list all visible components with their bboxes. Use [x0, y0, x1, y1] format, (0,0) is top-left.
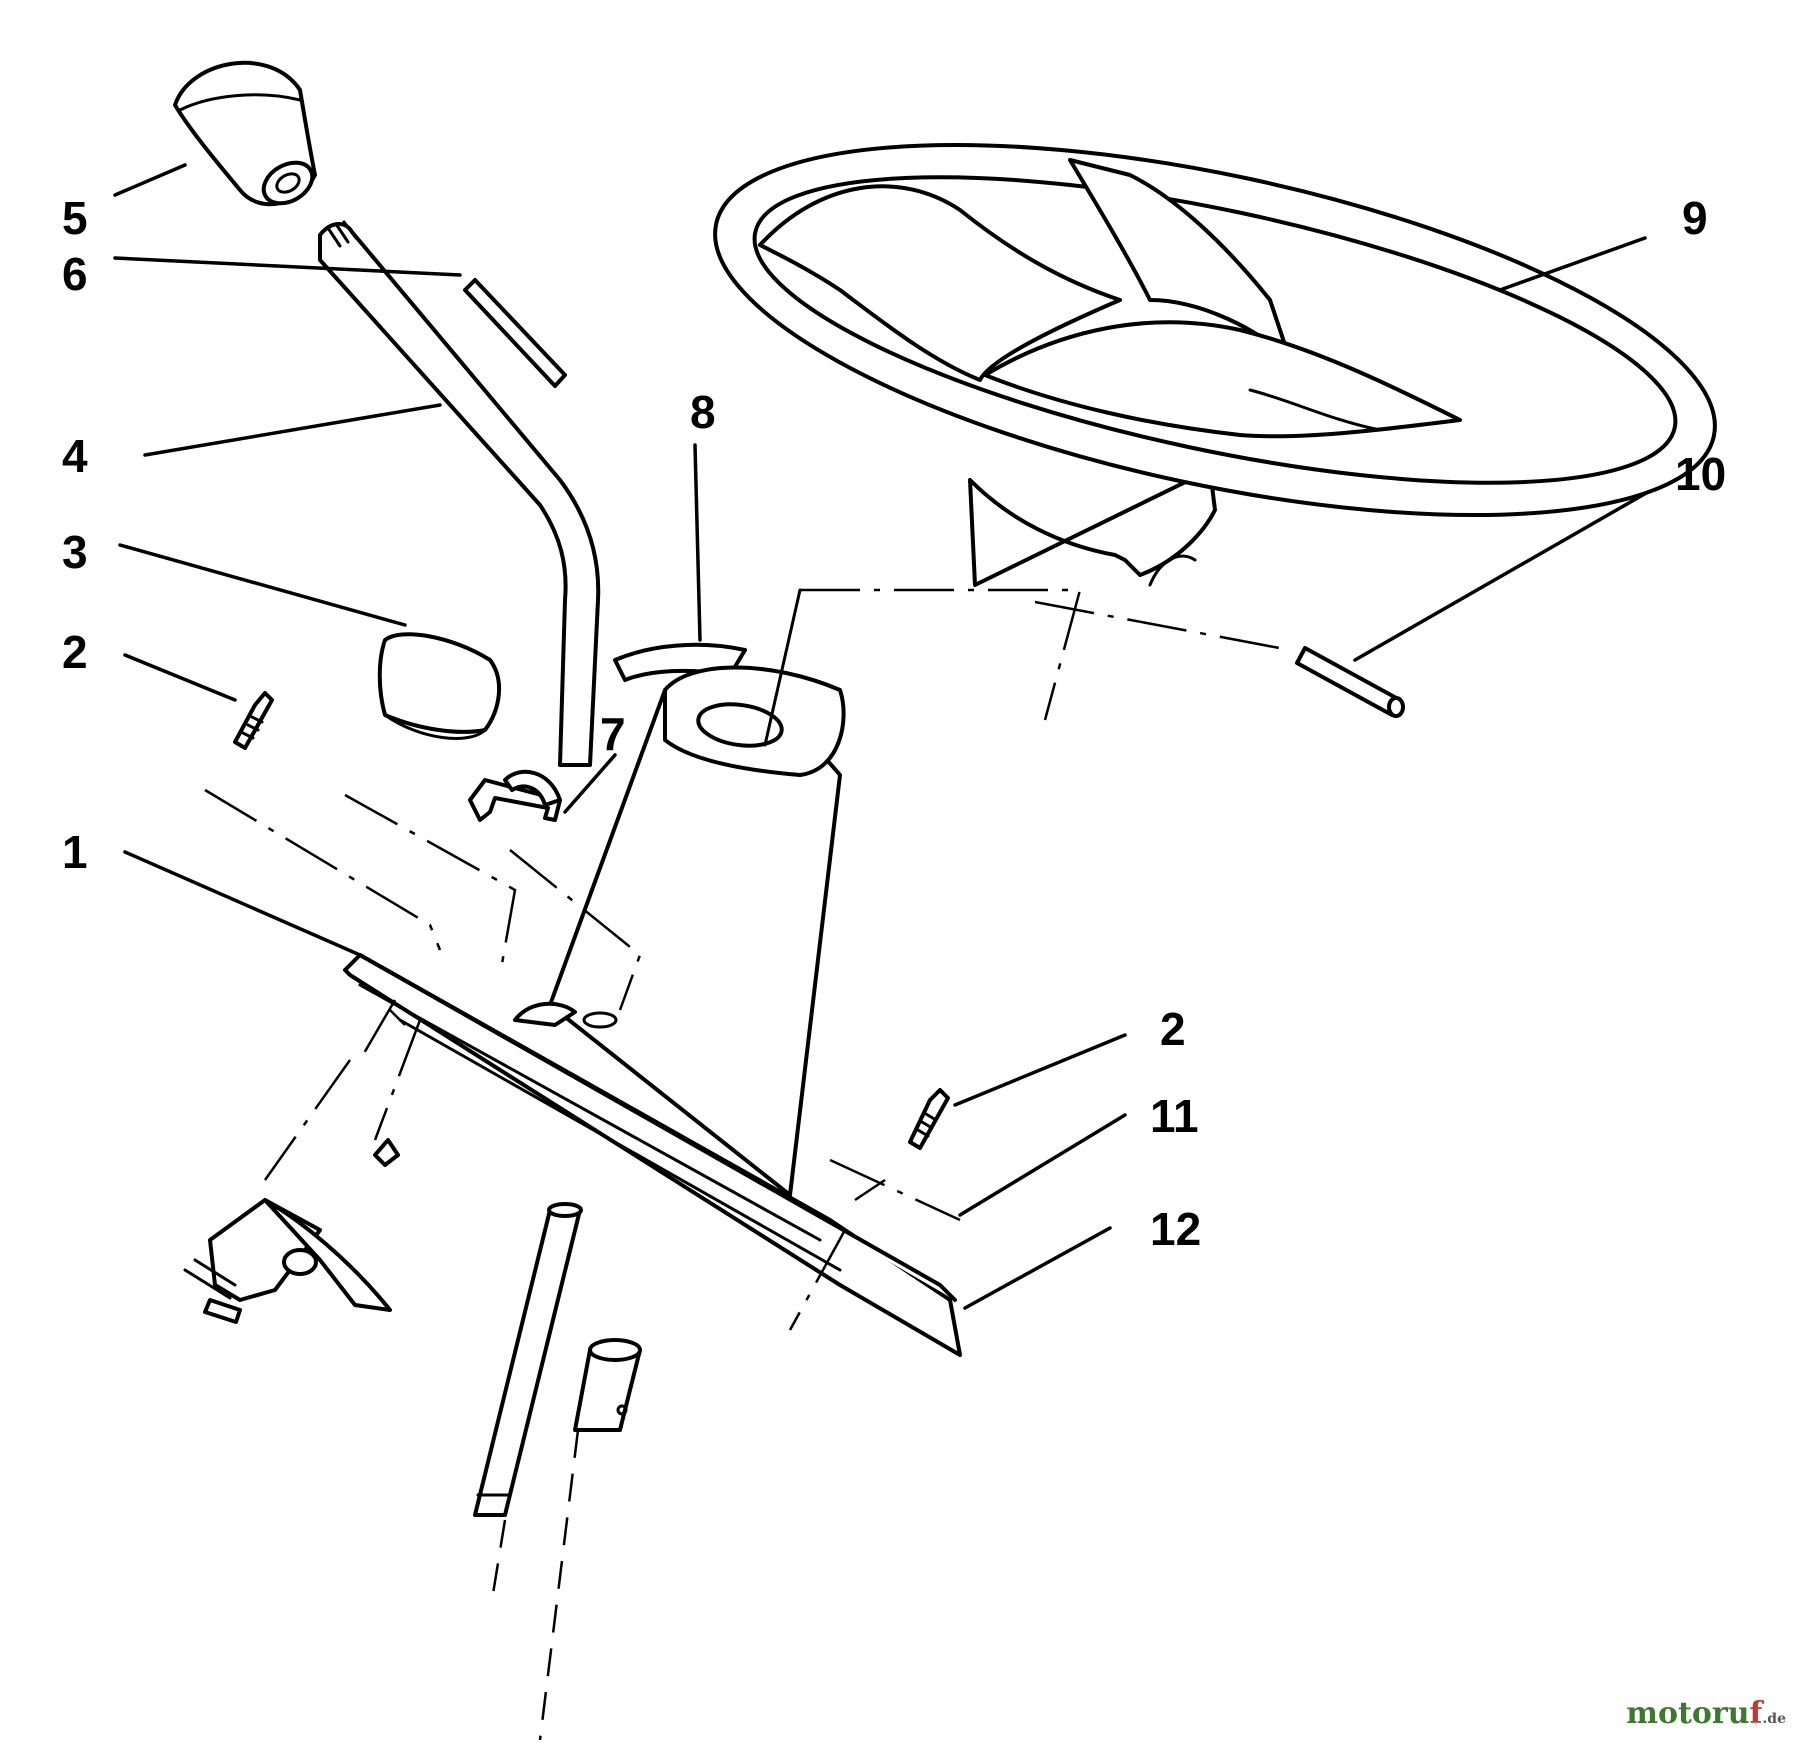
watermark-suffix: .de	[1762, 1711, 1786, 1727]
lever-clip	[468, 769, 562, 822]
callout-8: 8	[690, 386, 716, 438]
shift-lever	[318, 220, 601, 767]
callout-6: 6	[62, 248, 88, 300]
callout-2-upper: 2	[62, 626, 88, 678]
steering-column	[548, 665, 846, 1197]
spring-pin	[463, 278, 567, 388]
lever-boot	[377, 632, 502, 740]
alignment-lines	[204, 588, 1291, 1741]
watermark-accent: f	[1749, 1696, 1763, 1731]
callout-3: 3	[62, 526, 88, 578]
steering-wheel-pin	[1295, 646, 1405, 718]
callout-5: 5	[62, 192, 88, 244]
shift-knob	[173, 60, 317, 207]
callout-12: 12	[1150, 1203, 1201, 1255]
screw-lower	[908, 1088, 950, 1150]
watermark-brand: motoru	[1626, 1696, 1750, 1731]
site-watermark: motoruf.de	[1626, 1696, 1786, 1731]
lower-bracket	[183, 1138, 400, 1324]
callout-10: 10	[1675, 448, 1726, 500]
callout-11: 11	[1150, 1090, 1199, 1142]
dash-panel	[343, 953, 962, 1357]
callout-7: 7	[600, 708, 626, 760]
callout-labels: 5 6 4 3 2 1 8 7 9 10 2 11 12	[62, 192, 1726, 1255]
screw-upper	[233, 691, 274, 750]
callout-2-lower: 2	[1160, 1003, 1186, 1055]
steering-shaft	[573, 1338, 642, 1432]
callout-9: 9	[1682, 192, 1708, 244]
lower-shaft	[473, 1202, 583, 1517]
leader-lines	[113, 163, 1650, 1310]
callout-1: 1	[62, 826, 88, 878]
callout-4: 4	[62, 430, 88, 482]
steering-wheel	[713, 142, 1717, 587]
